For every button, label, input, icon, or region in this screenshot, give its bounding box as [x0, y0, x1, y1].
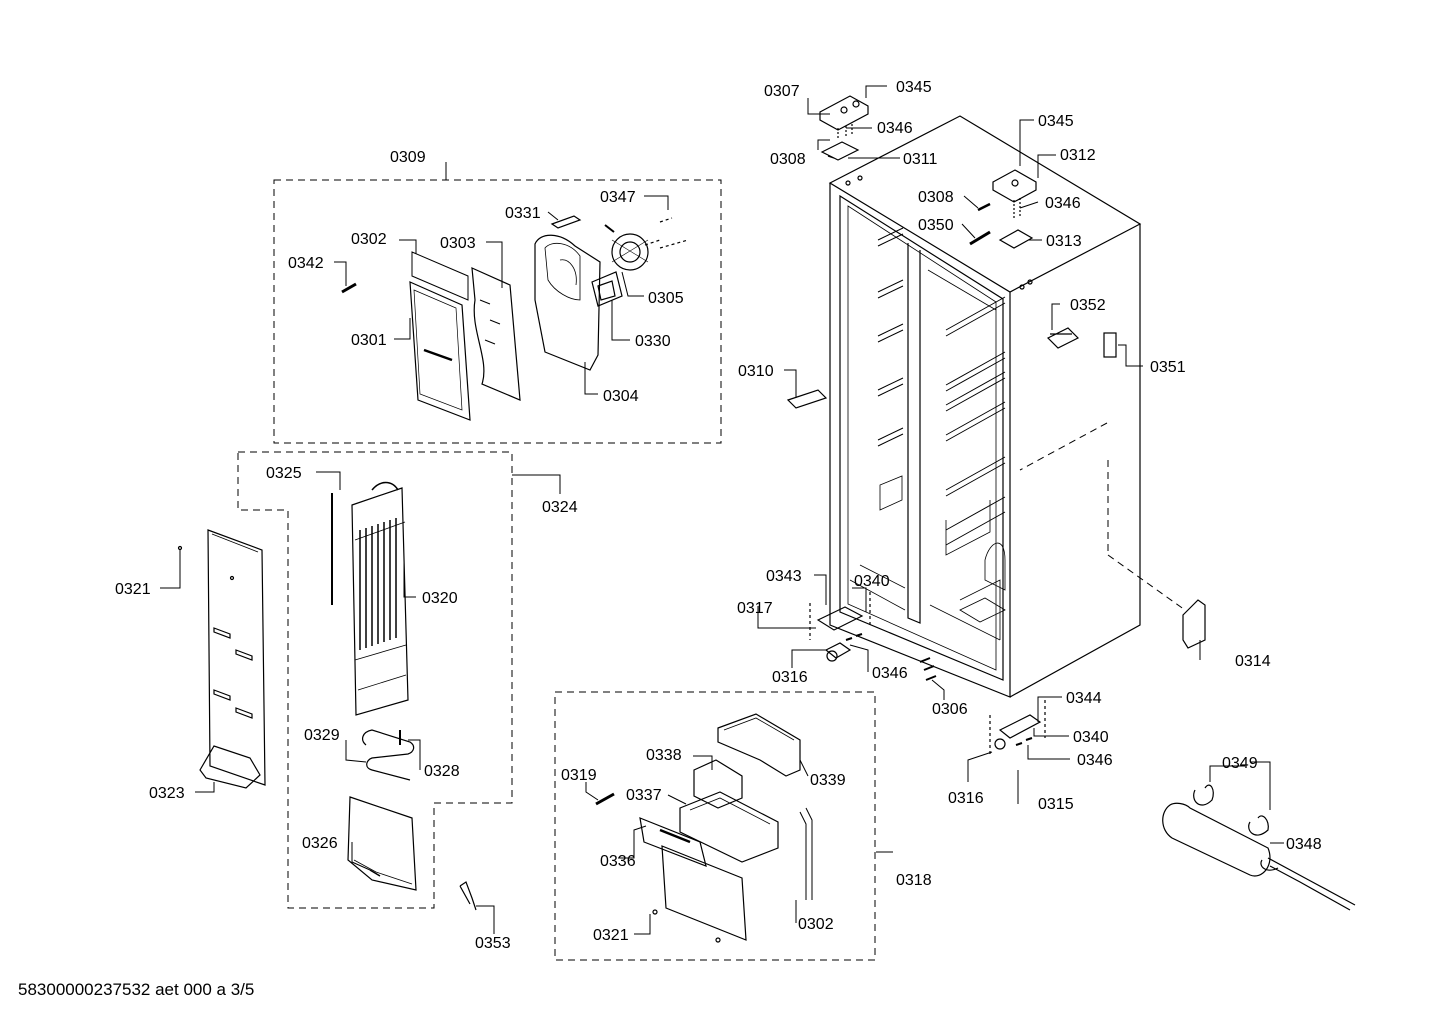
callout-0349: 0349 — [1222, 755, 1258, 772]
callout-0308: 0308 — [770, 151, 806, 168]
callout-0331: 0331 — [505, 205, 541, 222]
callout-0311: 0311 — [903, 151, 938, 168]
callout-0330: 0330 — [635, 333, 671, 350]
callout-0343: 0343 — [766, 568, 802, 585]
callout-labels: 0307 0345 0346 0308 0311 0345 0312 0308 … — [115, 79, 1322, 952]
callout-0345: 0345 — [896, 79, 932, 96]
leader-lines — [160, 85, 1284, 935]
callout-0306: 0306 — [932, 701, 968, 718]
callout-0321: 0321 — [593, 927, 629, 944]
refrigerator-cabinet — [786, 115, 1206, 698]
group-box-0309 — [273, 179, 722, 444]
callout-0326: 0326 — [302, 835, 338, 852]
air-duct-group — [341, 215, 689, 421]
group-box-0318 — [554, 691, 876, 961]
callout-0316: 0316 — [772, 669, 808, 686]
evaporator-group — [331, 481, 477, 911]
callout-0346: 0346 — [1077, 752, 1113, 769]
callout-0346: 0346 — [872, 665, 908, 682]
callout-0347: 0347 — [600, 189, 636, 206]
callout-0328: 0328 — [424, 763, 460, 780]
callout-0319: 0319 — [561, 767, 597, 784]
callout-0329: 0329 — [304, 727, 340, 744]
callout-0314: 0314 — [1235, 653, 1271, 670]
callout-0336: 0336 — [600, 853, 636, 870]
callout-0309: 0309 — [390, 149, 426, 166]
callout-0308: 0308 — [918, 189, 954, 206]
callout-0305: 0305 — [648, 290, 684, 307]
callout-0302: 0302 — [351, 231, 387, 248]
callout-0340: 0340 — [1073, 729, 1109, 746]
group-box-0324 — [237, 451, 513, 909]
callout-0346: 0346 — [1045, 195, 1081, 212]
callout-0302: 0302 — [798, 916, 834, 933]
callout-0337: 0337 — [626, 787, 662, 804]
sensor-0352 — [1046, 327, 1080, 349]
cabinet-hidden-edge — [1019, 422, 1108, 471]
callout-0324: 0324 — [542, 499, 578, 516]
callout-0321: 0321 — [115, 581, 151, 598]
callout-0325: 0325 — [266, 465, 302, 482]
callout-0351: 0351 — [1150, 359, 1186, 376]
callout-0340: 0340 — [854, 573, 890, 590]
callout-0304: 0304 — [603, 388, 639, 405]
ice-maker-group — [595, 713, 813, 943]
callout-0353: 0353 — [475, 935, 511, 952]
callout-0348: 0348 — [1286, 836, 1322, 853]
callout-0320: 0320 — [422, 590, 458, 607]
callout-0338: 0338 — [646, 747, 682, 764]
filter-guide-dash-2 — [1107, 554, 1186, 611]
top-hinge-assemblies — [819, 95, 1037, 249]
evaporator-cover — [177, 529, 266, 789]
callout-0307: 0307 — [764, 83, 800, 100]
callout-0310: 0310 — [738, 363, 774, 380]
drawing-reference-number: 58300000237532 aet 000 a 3/5 — [18, 980, 255, 999]
callout-0342: 0342 — [288, 255, 324, 272]
callout-0346: 0346 — [877, 120, 913, 137]
callout-0315: 0315 — [1038, 796, 1074, 813]
callout-0352: 0352 — [1070, 297, 1106, 314]
callout-0316: 0316 — [948, 790, 984, 807]
callout-0312: 0312 — [1060, 147, 1096, 164]
callout-0345: 0345 — [1038, 113, 1074, 130]
callout-0317: 0317 — [737, 600, 773, 617]
callout-0301: 0301 — [351, 332, 387, 349]
door-stop-0310 — [786, 389, 828, 409]
callout-0350: 0350 — [918, 217, 954, 234]
group-boxes — [237, 179, 1186, 961]
callout-0323: 0323 — [149, 785, 185, 802]
callout-0303: 0303 — [440, 235, 476, 252]
bottom-hinge-assemblies — [809, 592, 1046, 755]
filter-cover-0314 — [1182, 599, 1206, 649]
callout-0339: 0339 — [810, 772, 846, 789]
callout-0313: 0313 — [1046, 233, 1082, 250]
water-filter-assembly — [1162, 784, 1356, 911]
label-0351 — [1103, 332, 1117, 358]
callout-0344: 0344 — [1066, 690, 1102, 707]
callout-0318: 0318 — [896, 872, 932, 889]
